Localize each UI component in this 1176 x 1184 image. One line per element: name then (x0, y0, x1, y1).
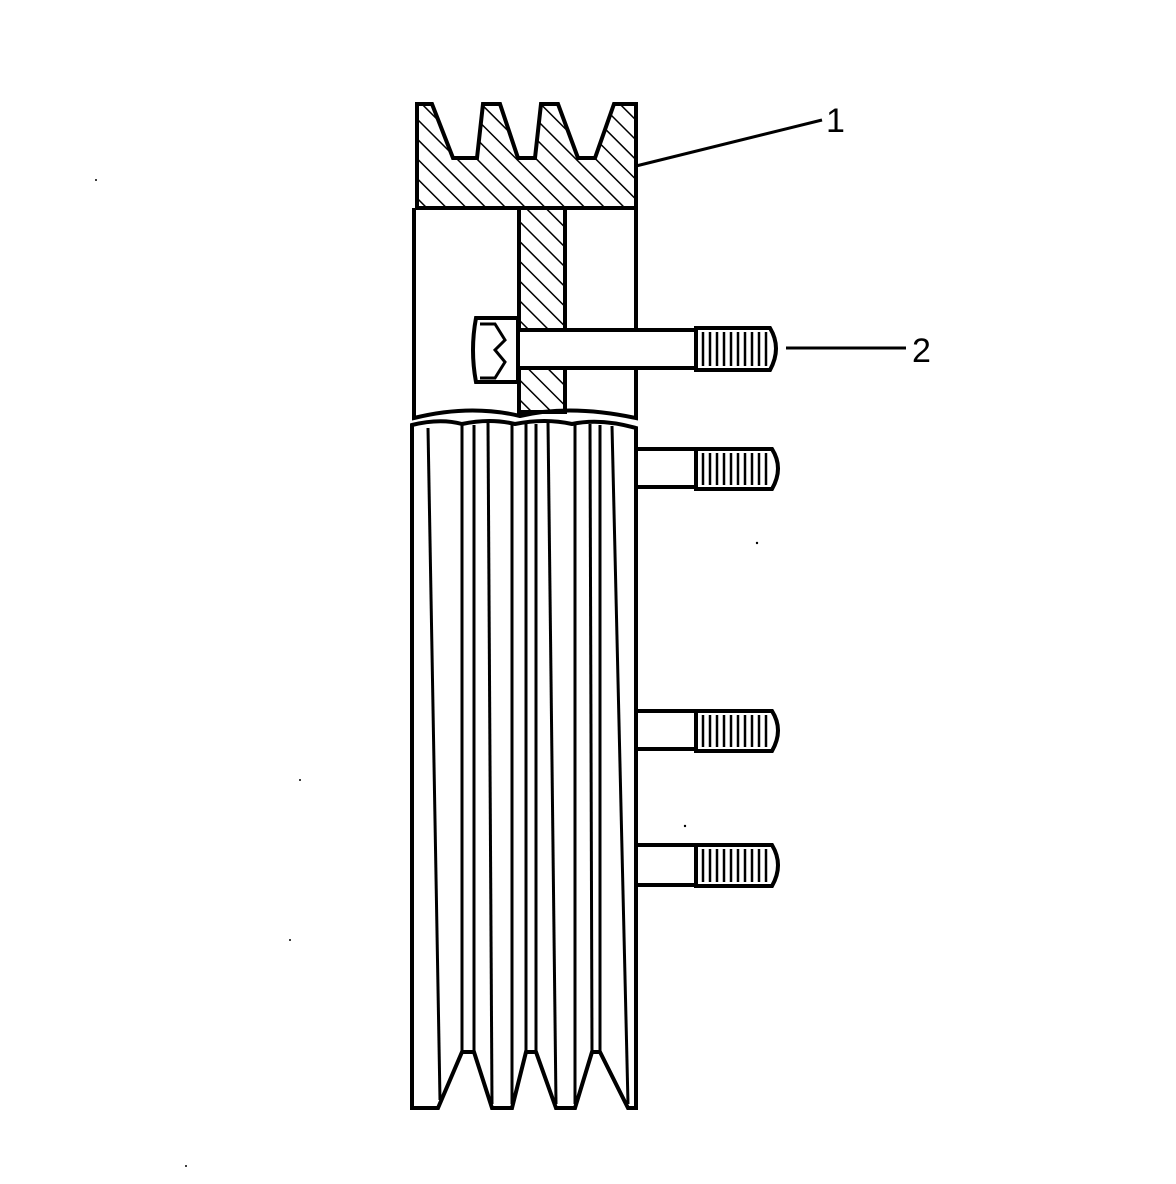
pulley-rim-section (415, 102, 638, 210)
callout-1-leader (635, 118, 823, 168)
scan-specks (95, 179, 759, 1167)
callout-2-label: 2 (912, 332, 931, 370)
bolt-thread (694, 326, 778, 372)
stud-3 (634, 843, 780, 888)
stud-1 (634, 447, 780, 491)
callout-1-label: 1 (826, 102, 845, 140)
stud-2 (634, 709, 780, 753)
pulley-grooved-body (410, 419, 638, 1110)
hub-bolt (471, 316, 778, 384)
pulley-hub-web-section (517, 206, 567, 414)
pulley-cutaway-outline (412, 208, 638, 421)
bolt-shank (516, 328, 698, 370)
